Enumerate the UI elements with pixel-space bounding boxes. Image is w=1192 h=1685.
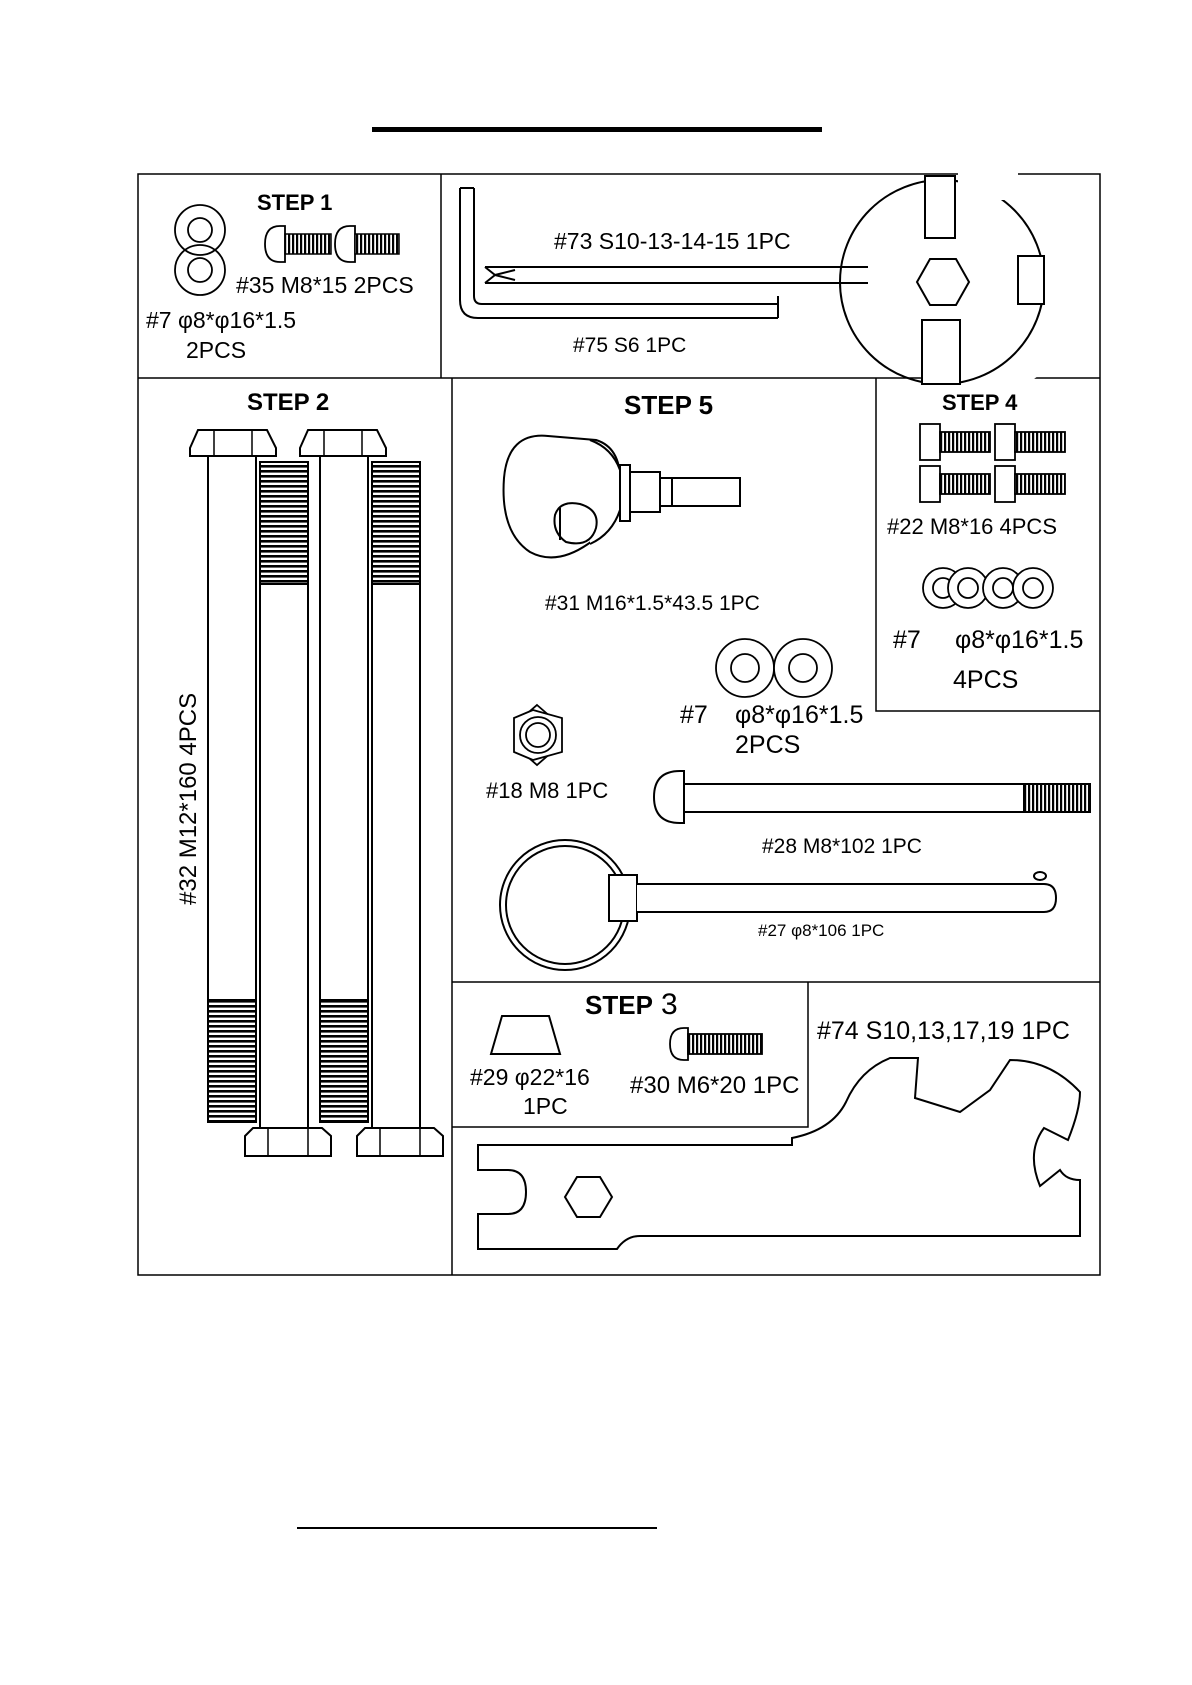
ring-pull-pin xyxy=(500,840,1056,970)
part-7c-spec: φ8*φ16*1.5 xyxy=(955,626,1083,654)
step2-title: STEP 2 xyxy=(247,389,329,416)
part-7c-number: #7 xyxy=(893,626,921,654)
long-hex-bolt-2 xyxy=(245,462,331,1156)
part-7b-spec: φ8*φ16*1.5 xyxy=(735,701,863,729)
step5-washers xyxy=(716,639,832,697)
step1-washers xyxy=(175,205,225,295)
hex-nut xyxy=(514,705,562,765)
step5-title: STEP 5 xyxy=(624,390,713,420)
part-18-label: #18 M8 1PC xyxy=(486,778,608,803)
part-29-label-line2: 1PC xyxy=(523,1093,568,1119)
button-head-bolt xyxy=(670,1028,762,1060)
part-7c-qty: 4PCS xyxy=(953,666,1018,694)
step1-bolts xyxy=(265,226,399,262)
step3-title-number: 3 xyxy=(661,988,678,1021)
part-32-label: #32 M12*160 4PCS xyxy=(175,693,202,905)
knob-handle xyxy=(504,436,740,558)
part-30-label: #30 M6*20 1PC xyxy=(630,1072,799,1099)
step1-title: STEP 1 xyxy=(257,190,332,215)
part-28-label: #28 M8*102 1PC xyxy=(762,835,922,858)
part-35-label: #35 M8*15 2PCS xyxy=(236,272,414,298)
part-22-label: #22 M8*16 4PCS xyxy=(887,514,1057,539)
round-spanner-wrench xyxy=(840,160,1081,395)
long-pin-bolt xyxy=(654,771,1090,823)
part-29-label-line1: #29 φ22*16 xyxy=(470,1064,590,1090)
cone-bushing xyxy=(491,1016,560,1054)
part-7a-label-line1: #7 φ8*φ16*1.5 xyxy=(146,307,296,333)
part-27-label: #27 φ8*106 1PC xyxy=(758,921,884,940)
part-73-label: #73 S10-13-14-15 1PC xyxy=(554,228,791,254)
part-31-label: #31 M16*1.5*43.5 1PC xyxy=(545,592,760,615)
step4-title: STEP 4 xyxy=(942,390,1018,415)
part-75-label: #75 S6 1PC xyxy=(573,334,686,357)
long-hex-bolt-4 xyxy=(357,462,443,1156)
part-7a-label-line2: 2PCS xyxy=(186,337,246,363)
step4-box xyxy=(876,378,1100,711)
step4-washers xyxy=(923,568,1053,608)
part-7b-qty: 2PCS xyxy=(735,731,800,759)
part-7b-number: #7 xyxy=(680,701,708,729)
step4-socket-bolts xyxy=(920,424,1065,502)
step3-title-word: STEP xyxy=(585,990,653,1020)
part-74-label: #74 S10,13,17,19 1PC xyxy=(817,1017,1070,1045)
